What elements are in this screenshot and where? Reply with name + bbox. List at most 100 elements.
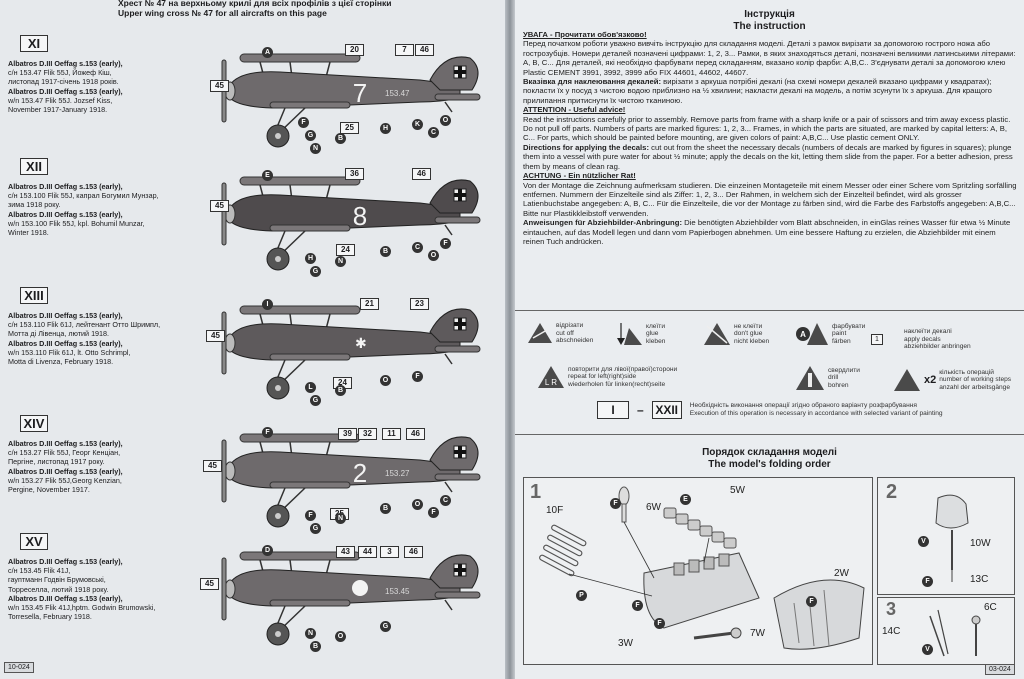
en-instruction-body: Read the instructions carefully prior to… [523, 114, 1011, 143]
folding-order-title-ua: Порядок складання моделі [702, 447, 837, 458]
part-14c: 14C [882, 626, 901, 637]
variant-number-box: XII [20, 158, 48, 175]
paint-color-letter: B [335, 133, 346, 144]
svg-text:A: A [800, 330, 806, 339]
paint-color-letter: C [428, 127, 439, 138]
decal-callout-box: 45 [206, 330, 225, 342]
fuselage-serial: 153.27 [385, 469, 410, 478]
paint-color-letter: O [428, 250, 439, 261]
variant-description: Albatros D.III Oeffag s.153 (early), с/н … [8, 59, 168, 114]
variant-desc-line: w/n 153.110 Flik 61J, lt. Otto Schrimpl, [8, 347, 131, 357]
paint-color-letter: H [305, 253, 316, 264]
decal-callout-box: 45 [210, 200, 229, 212]
decal-callout-box: 45 [203, 460, 222, 472]
paint-color-letter: F [298, 117, 309, 128]
paint-color-letter: B [310, 641, 321, 652]
de-warning-heading: ACHTUNG - Ein nützlicher Rat! [523, 171, 636, 181]
instruction-title-en: The instruction [733, 21, 806, 32]
step-1-number: 1 [530, 481, 542, 503]
decal-callout-box: 45 [200, 578, 219, 590]
decal-callout-box: 20 [345, 44, 364, 56]
fuselage-number: 2 [353, 458, 367, 488]
variant-desc-line: листопад 1917-січень 1918 років. [8, 77, 119, 87]
paint-color-letter: G [310, 266, 321, 277]
paint-icon: A [796, 323, 828, 345]
upper-wing-note-en: Upper wing cross № 47 for all aircrafts … [118, 8, 327, 18]
albatros-profile-drawing: 8 [221, 176, 481, 271]
control-stick-drawing [929, 609, 981, 657]
decal-callout-box: 32 [358, 428, 377, 440]
decal-callout-box: 36 [345, 168, 364, 180]
part-7w: 7W [750, 628, 765, 639]
variant-desc-line: Albatros D.III Oeffag s.153 (early), [8, 593, 123, 603]
paint-color-letter: I [262, 299, 273, 310]
sequence-to-box: XXII [651, 401, 682, 419]
en-decal-heading: Directions for applying the decals: [523, 142, 650, 152]
step-3-panel: 3 6C 14C V [877, 597, 1015, 665]
star-emblem-icon: ✱ [355, 335, 367, 351]
variant-desc-line: с/н 153.47 Flik 55J, Йожеф Кіш, [8, 68, 112, 78]
decal-number-box-icon: 1 [871, 333, 883, 345]
paint-color-letter: L [305, 382, 316, 393]
paint-color-letter: O [412, 499, 423, 510]
ua-decal-heading: Вказівка для наклеювання декалей: [523, 77, 662, 87]
decal-callout-box: 21 [360, 298, 379, 310]
paint-color-letter: F [305, 510, 316, 521]
legend-divider [515, 310, 1024, 311]
folding-order-title: Порядок складання моделі The model's fol… [515, 447, 1024, 471]
sequence-from-box: I [597, 401, 629, 419]
ua-instruction-body: Перед початком роботи уважно вивчіть інс… [523, 39, 1016, 77]
variant-desc-line: Pergine, November 1917. [8, 485, 90, 495]
step-3-number: 3 [886, 599, 897, 619]
fuselage-serial: 153.45 [385, 587, 410, 596]
albatros-profile-drawing: ✱ [221, 305, 481, 400]
paint-color-letter: G [305, 130, 316, 141]
repeat-count-icon [894, 369, 920, 391]
variant-desc-line: Albatros D.III Oeffag s.153 (early), [8, 311, 123, 320]
variant-desc-line: Albatros D.III Oeffag s.153 (early), [8, 86, 123, 96]
de-decal-heading: Anweisungen für Abziehbilder-Anbringung: [523, 218, 683, 228]
albatros-profile-drawing: 2 153.27 [221, 433, 481, 528]
folding-divider [515, 434, 1024, 435]
paint-color-letter: B [335, 385, 346, 396]
drill-icon [796, 366, 824, 390]
decal-callout-box: 46 [415, 44, 434, 56]
paint-color-letter: F [428, 507, 439, 518]
variant-desc-line: Albatros D.III Oeffag s.153 (early), [8, 338, 123, 348]
variant-desc-line: Albatros D.III Oeffag s.153 (early), [8, 466, 123, 476]
instruction-title-ua: Інструкція [744, 9, 795, 20]
variant-description: Albatros D.III Oeffag s.153 (early),с/н … [8, 311, 168, 366]
paint-color-letter: C [440, 495, 451, 506]
paint-color-letter: F [412, 371, 423, 382]
variant-desc-line: Winter 1918. [8, 228, 49, 238]
instruction-title: Інструкція The instruction [515, 9, 1024, 33]
paint-color-letter: O [440, 115, 451, 126]
paint-letter-f-3: F [806, 596, 817, 607]
variant-desc-line: Пергіне, листопад 1917 року. [8, 457, 105, 467]
variant-desc-line: гауптманн Годвін Брумовські, [8, 575, 106, 585]
variant-desc-line: Albatros D.III Oeffag s.153 (early), [8, 209, 123, 219]
skull-emblem-icon [352, 580, 368, 596]
ua-decal-body: вирізати з аркуша потрібні декалі (на сх… [523, 77, 992, 105]
variant-desc-line: с/н 153.45 Flik 41J, [8, 566, 71, 576]
glue-arrow-icon [617, 323, 642, 345]
albatros-profile-drawing: 153.45 [221, 551, 481, 646]
variant-desc-line: с/н 153.100 Flik 55J, капрал Богумил Мун… [8, 191, 159, 201]
variant-number-box: XIII [20, 287, 48, 304]
part-10f: 10F [546, 505, 564, 516]
no-glue-icon [704, 323, 730, 345]
paint-color-letter: D [262, 545, 273, 556]
decal-callout-box: 3 [380, 546, 399, 558]
paint-color-letter: B [380, 246, 391, 257]
paint-color-letter: O [380, 375, 391, 386]
paint-color-letter: G [310, 395, 321, 406]
paint-color-letter: N [310, 143, 321, 154]
variant-description: Albatros D.III Oeffag s.153 (early), с/н … [8, 182, 168, 237]
paint-color-letter: E [262, 170, 273, 181]
